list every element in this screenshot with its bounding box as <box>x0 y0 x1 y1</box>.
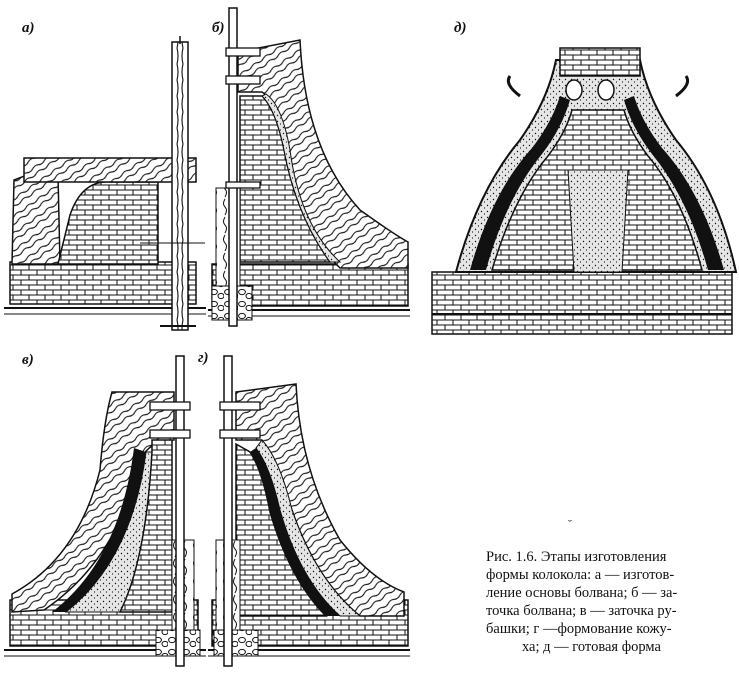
panel-a-drawing <box>4 36 206 331</box>
panel-b-drawing <box>208 7 410 327</box>
caption-line: Рис. 1.6. Этапы изготовления <box>486 549 667 565</box>
panel-label-a: а) <box>22 20 35 36</box>
panel-g-drawing <box>208 355 410 667</box>
figure-caption: Рис. 1.6. Этапы изготовления формы колок… <box>486 548 732 656</box>
caption-line: ха; д — готовая форма <box>522 639 661 655</box>
caption-line: формы колокола: а — изготов- <box>486 567 675 583</box>
panel-label-b: б) <box>212 20 225 36</box>
panel-label-v: в) <box>22 352 34 368</box>
panel-label-g: г) <box>198 350 209 366</box>
caption-line: точка болвана; в — заточка ру- <box>486 603 677 619</box>
caption-line: ление основы болвана; б — за- <box>486 585 678 601</box>
panel-d-drawing <box>431 47 738 335</box>
svg-text:˘: ˘ <box>568 517 572 531</box>
panel-label-d: д) <box>454 20 467 36</box>
caption-line: башки; г —формование кожу- <box>486 621 672 637</box>
panel-v-drawing <box>4 355 206 667</box>
